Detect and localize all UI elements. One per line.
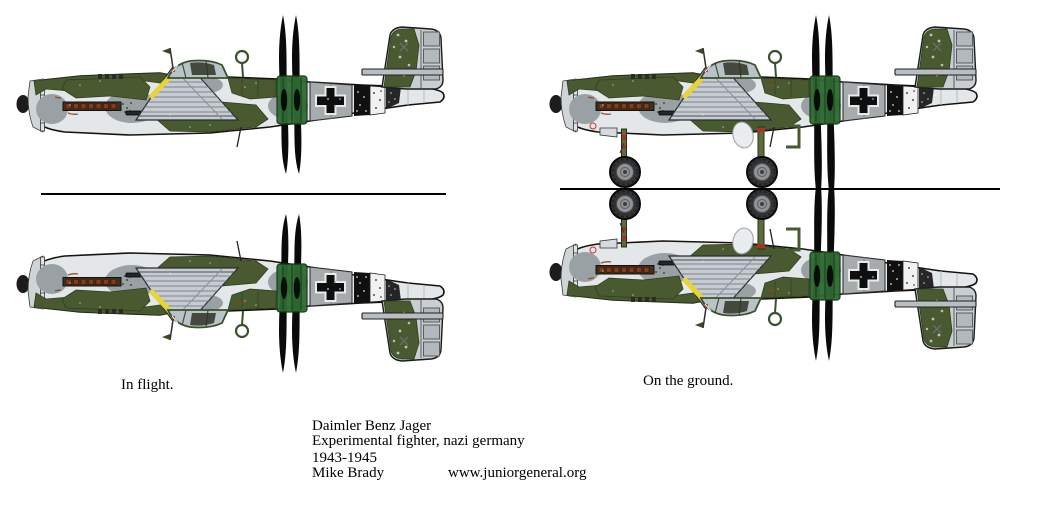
label-in-flight: In flight. xyxy=(121,377,174,393)
caption-years: 1943-1945 xyxy=(312,450,377,466)
caption-website: www.juniorgeneral.org xyxy=(448,465,587,481)
caption-subtitle: Experimental fighter, nazi germany xyxy=(312,433,525,449)
label-on-ground: On the ground. xyxy=(643,373,734,389)
aircraft-in-flight-mirrored-illustration xyxy=(10,163,450,403)
fold-line-left xyxy=(41,193,446,195)
caption-title: Daimler Benz Jager xyxy=(312,418,432,434)
aircraft-on-ground-mirrored-illustration xyxy=(543,151,983,391)
caption-author: Mike Brady xyxy=(312,465,385,481)
fold-line-right xyxy=(560,188,1000,190)
